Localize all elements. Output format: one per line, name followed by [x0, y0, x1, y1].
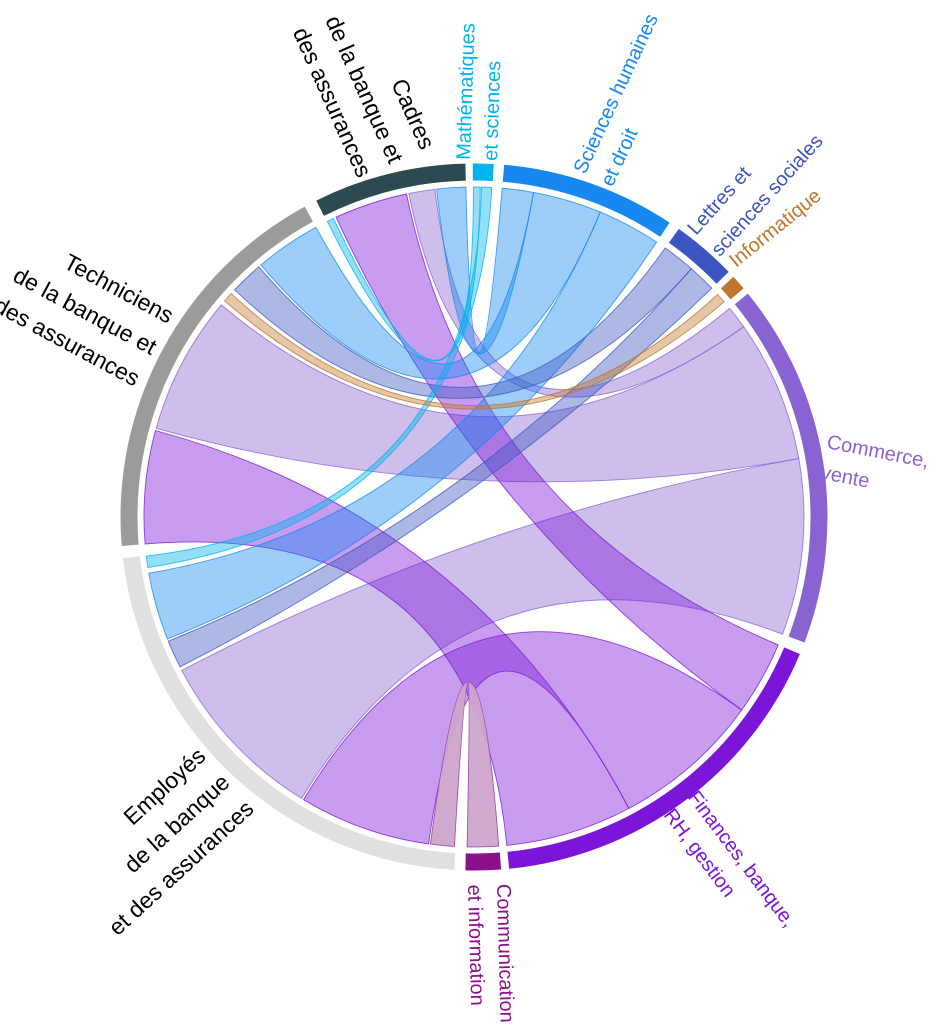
arc-employes — [122, 556, 456, 870]
label-math: Mathématiqueset sciences — [453, 23, 507, 161]
label-employes: Employésde la banqueet des assurances — [55, 743, 258, 941]
label-sciences: Sciences humaineset droit — [570, 11, 690, 190]
ribbon-communication-employes — [429, 681, 469, 847]
arc-commerce — [734, 293, 828, 643]
ribbon-sciences-cadres — [436, 186, 535, 355]
ribbon-commerce-employes — [181, 458, 805, 800]
arc-math — [472, 163, 494, 181]
ribbon-sciences-techniciens — [260, 191, 601, 380]
arc-lettres — [668, 228, 729, 284]
group-arcs — [120, 163, 828, 871]
ribbon-informatique-techniciens — [223, 292, 725, 410]
ribbon-communication-employes — [466, 681, 500, 848]
ribbon-finances-techniciens — [143, 429, 630, 846]
label-communication: Communicationet information — [463, 884, 518, 1024]
arc-informatique — [720, 276, 744, 300]
label-cadres: Cadresde la banque etdes assurances — [288, 0, 441, 182]
ribbon-lettres-techniciens — [233, 247, 693, 399]
arc-techniciens — [120, 206, 313, 546]
ribbons — [143, 186, 805, 848]
arc-sciences — [502, 164, 670, 237]
ribbon-commerce-cadres — [408, 188, 745, 398]
label-commerce: Commerce,vente — [819, 431, 931, 503]
ribbon-math-cadres — [326, 186, 481, 362]
ribbon-finances-cadres — [335, 193, 779, 711]
label-finances: Finances, banque,RH, gestion — [659, 787, 800, 950]
arc-communication — [465, 852, 502, 871]
label-techniciens: Techniciensde la banque etdes assurances — [0, 229, 178, 391]
arc-cadres — [316, 163, 466, 216]
ribbon-lettres-employes — [167, 268, 713, 668]
ribbon-sciences-employes — [148, 211, 658, 640]
